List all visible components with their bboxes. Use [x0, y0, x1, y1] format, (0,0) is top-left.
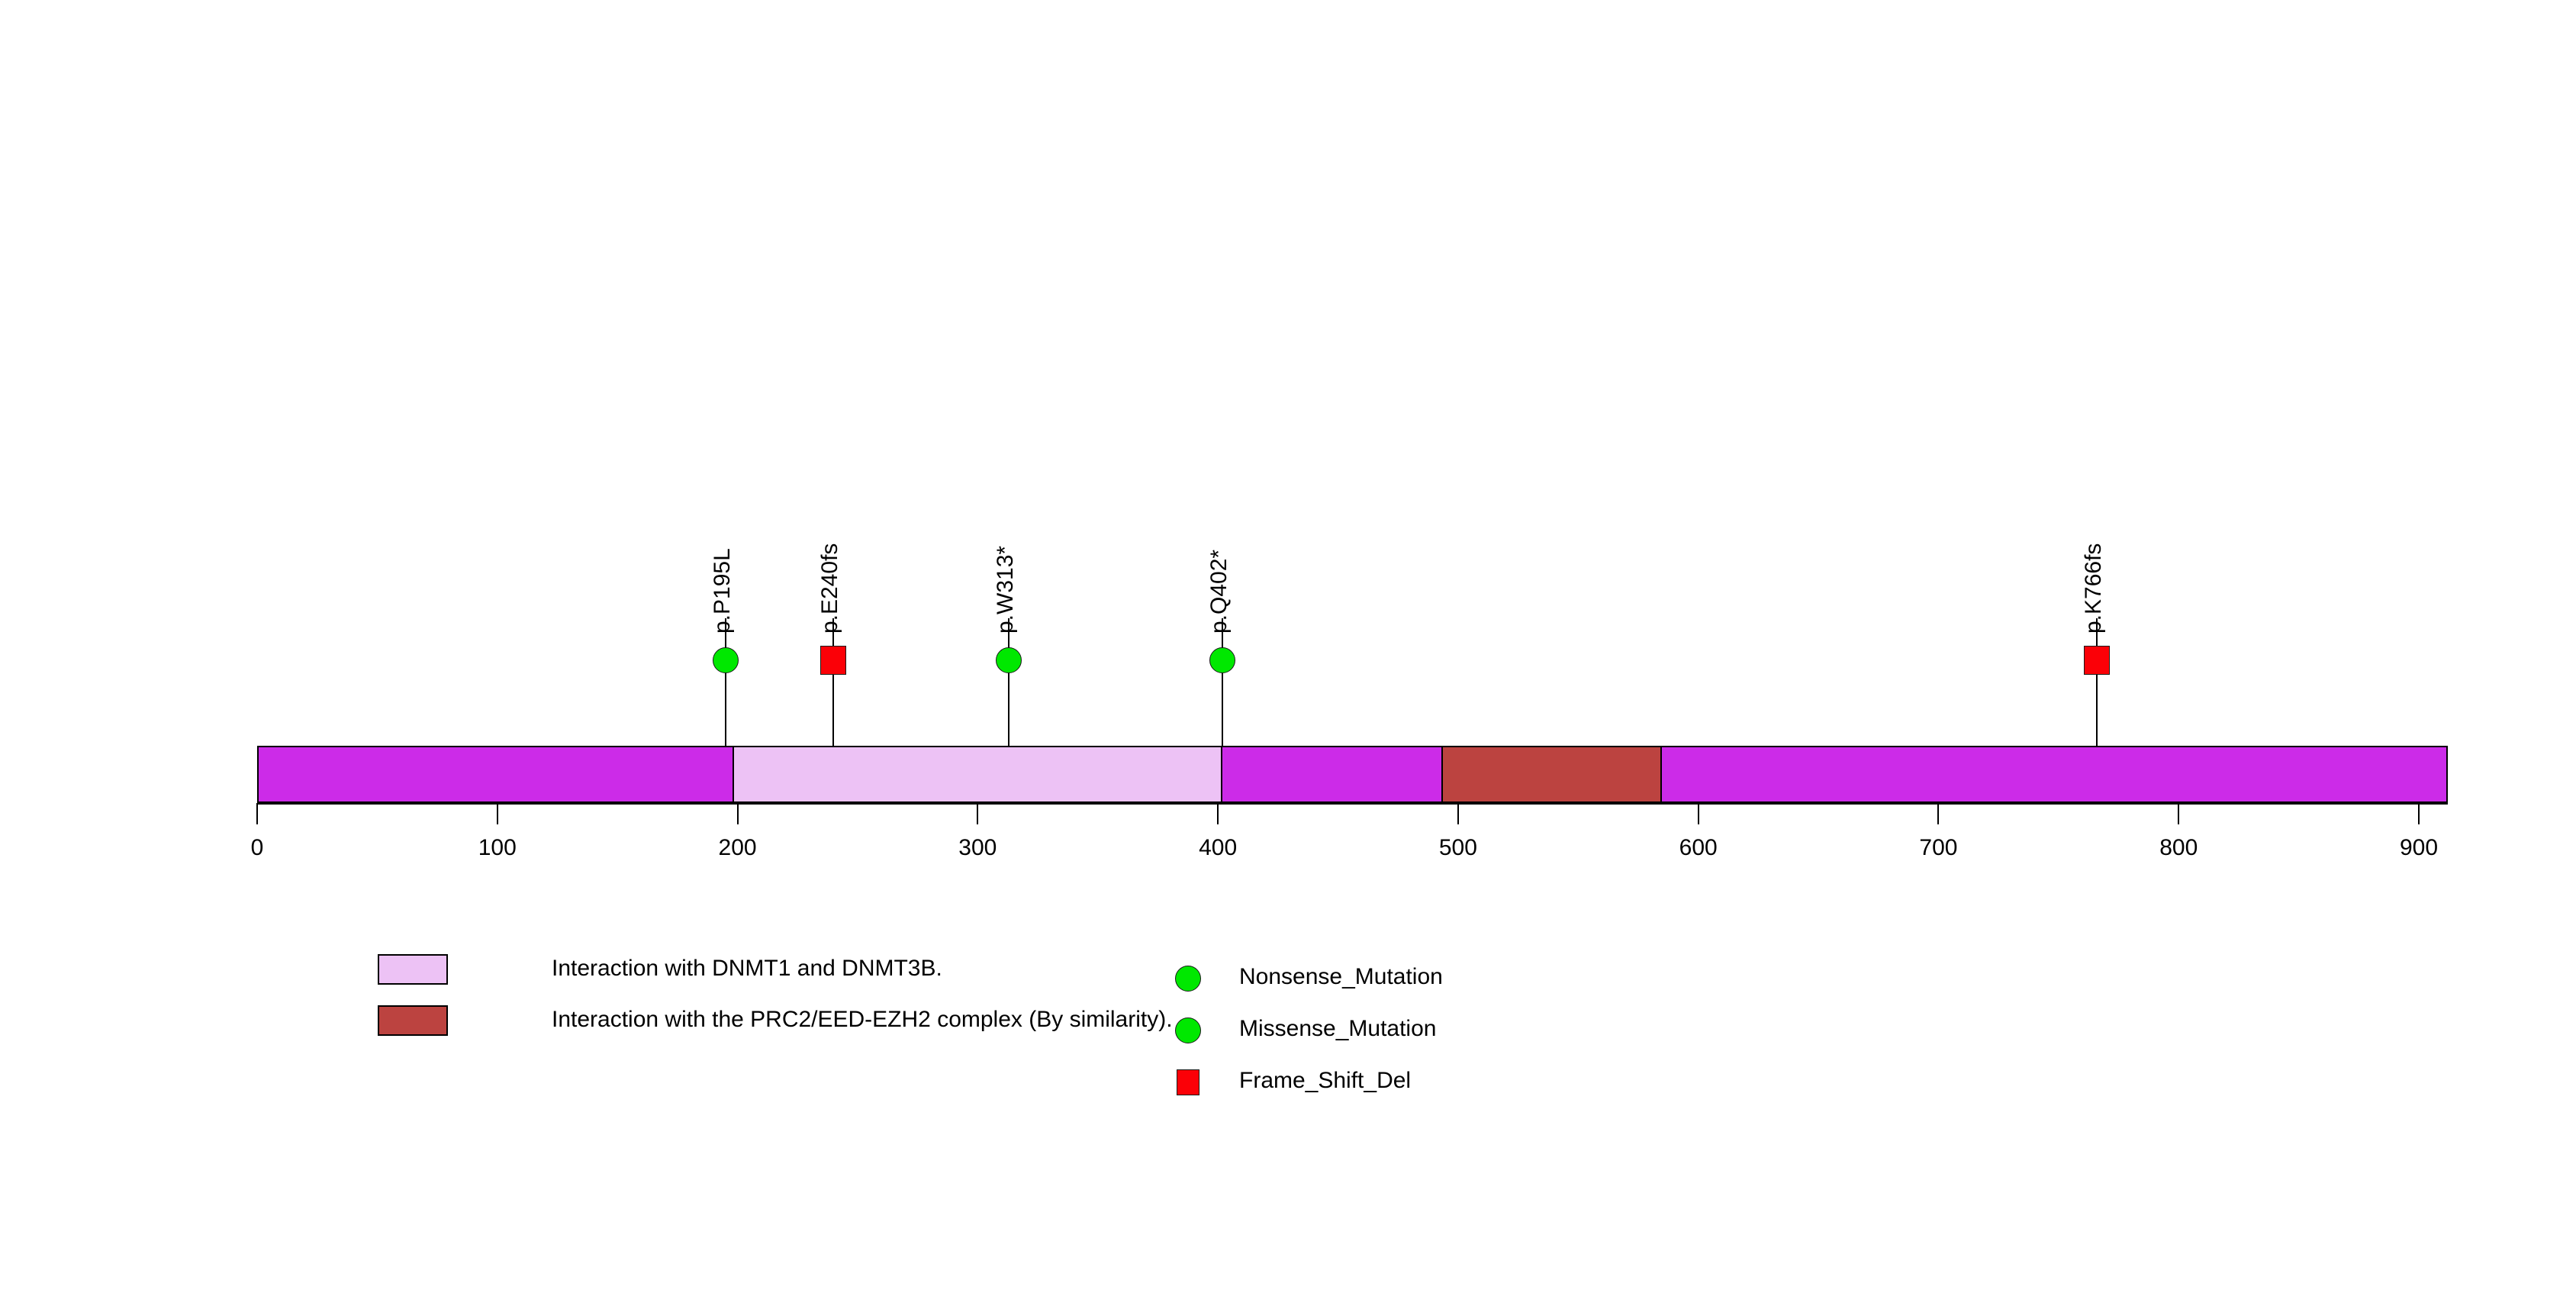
legend-domain-swatch-1 [378, 1005, 448, 1036]
mutation-stem-3 [1222, 618, 1224, 746]
legend-domain-label-1: Interaction with the PRC2/EED-EZH2 compl… [552, 1007, 1173, 1032]
mutation-label-1: p.E240fs [817, 543, 843, 634]
legend-mutation-label-0: Nonsense_Mutation [1239, 964, 1443, 989]
legend-domain-swatch-0 [378, 954, 448, 985]
legend-mutation-marker-1 [1175, 1017, 1201, 1043]
mutation-marker-0[interactable] [712, 647, 739, 673]
x-axis-tick-400 [1217, 803, 1219, 824]
x-axis-tick-300 [977, 803, 979, 824]
x-axis-tick-600 [1697, 803, 1699, 824]
x-axis-tick-900 [2418, 803, 2420, 824]
x-axis-tick-500 [1457, 803, 1459, 824]
mutation-marker-2[interactable] [996, 647, 1022, 673]
mutation-label-4: p.K766fs [2081, 543, 2107, 634]
x-axis-line [257, 803, 2448, 805]
legend-mutation-marker-0 [1175, 966, 1201, 992]
x-axis-tick-800 [2178, 803, 2180, 824]
x-axis-tick-label-400: 400 [1199, 835, 1238, 860]
legend-mutation-marker-2 [1177, 1069, 1199, 1095]
x-axis-tick-100 [496, 803, 498, 824]
mutation-marker-4[interactable] [2084, 646, 2111, 675]
mutation-stem-0 [724, 618, 726, 746]
mutation-marker-3[interactable] [1209, 647, 1236, 673]
mutation-marker-1[interactable] [820, 646, 847, 675]
mutation-stem-4 [2096, 618, 2098, 746]
x-axis-tick-200 [736, 803, 739, 824]
x-axis-tick-label-300: 300 [958, 835, 997, 860]
protein-domain-1[interactable] [1441, 746, 1663, 803]
x-axis-tick-label-100: 100 [478, 835, 517, 860]
protein-domain-0[interactable] [733, 746, 1223, 803]
mutation-stem-2 [1008, 618, 1010, 746]
legend-mutation-label-2: Frame_Shift_Del [1239, 1068, 1412, 1093]
mutation-stem-1 [832, 618, 835, 746]
mutation-label-0: p.P195L [709, 548, 735, 634]
mutation-label-3: p.Q402* [1206, 549, 1232, 634]
x-axis-tick-label-200: 200 [718, 835, 757, 860]
x-axis-tick-label-0: 0 [250, 835, 264, 860]
x-axis-tick-label-700: 700 [1919, 835, 1958, 860]
x-axis-tick-label-900: 900 [2399, 835, 2439, 860]
protein-backbone[interactable] [257, 746, 2448, 803]
x-axis-tick-label-600: 600 [1679, 835, 1718, 860]
x-axis-tick-700 [1937, 803, 1940, 824]
x-axis-tick-label-800: 800 [2159, 835, 2198, 860]
mutation-label-2: p.W313* [993, 545, 1019, 634]
x-axis-tick-0 [256, 803, 258, 824]
legend-domain-label-0: Interaction with DNMT1 and DNMT3B. [552, 956, 942, 981]
legend-mutation-label-1: Missense_Mutation [1239, 1016, 1437, 1041]
x-axis-tick-label-500: 500 [1438, 835, 1477, 860]
